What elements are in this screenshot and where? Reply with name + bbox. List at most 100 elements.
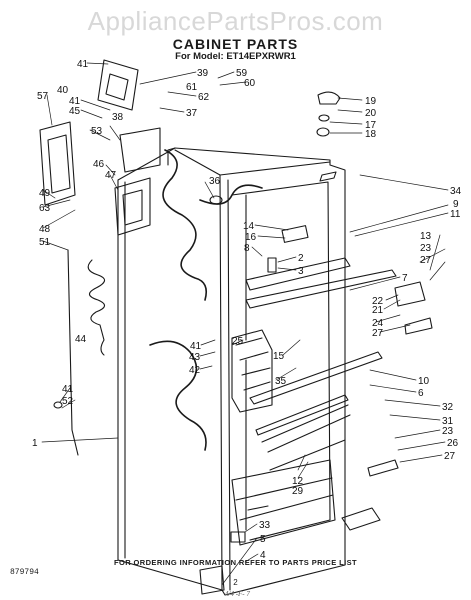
watermark: AppliancePartsPros.com	[87, 6, 384, 36]
drain-hose	[67, 249, 79, 456]
cabinet-front-opening	[219, 174, 231, 591]
callout-21: 21	[372, 305, 384, 316]
callout-4: 4	[260, 550, 266, 561]
crisper-rail	[255, 394, 349, 436]
terminal-block	[267, 257, 277, 273]
power-cord	[87, 259, 106, 356]
callout-27: 27	[444, 451, 456, 462]
callout-43: 43	[189, 352, 201, 363]
screw-36	[209, 195, 223, 205]
document-number: 879794	[10, 568, 39, 577]
callout-34: 34	[450, 186, 462, 197]
callout-41: 41	[77, 59, 89, 70]
callout-27: 27	[372, 328, 384, 339]
magnet-strip	[281, 225, 309, 243]
callout-35: 35	[275, 376, 287, 387]
cutaway-line-upper	[162, 149, 208, 301]
callout-40: 40	[57, 85, 69, 96]
callout-41: 41	[62, 384, 74, 395]
top-hinge-bracket	[97, 59, 139, 111]
callout-19: 19	[365, 96, 377, 107]
cabinet-left-front-edge	[124, 147, 176, 559]
cutaway-line-liner	[199, 184, 263, 205]
callout-23: 23	[420, 243, 432, 254]
callout-51: 51	[39, 237, 51, 248]
callout-2: 2	[298, 253, 304, 264]
revision-mark: 4/4 -F- 7	[225, 590, 250, 598]
callout-25: 25	[232, 336, 244, 347]
screw-41-lower	[53, 401, 63, 409]
knob-plug	[318, 114, 330, 122]
grommet-lower	[247, 505, 269, 511]
callout-59: 59	[236, 68, 248, 79]
callout-46: 46	[93, 159, 105, 170]
callout-57: 57	[37, 91, 49, 102]
page-title: CABINET PARTS	[172, 36, 299, 52]
callout-16: 16	[245, 232, 257, 243]
cabinet-plug	[319, 171, 337, 182]
callout-32: 32	[442, 402, 454, 413]
grommet	[316, 127, 330, 137]
roller-assembly	[404, 317, 433, 335]
cabinet-shell	[117, 147, 346, 596]
model-line: For Model: ET14EPXRWR1	[175, 51, 296, 62]
leveling-leg-front	[341, 507, 381, 531]
callout-14: 14	[243, 221, 255, 232]
callout-6: 6	[418, 388, 424, 399]
cutaway-line-lower	[149, 340, 207, 451]
callout-31: 31	[442, 416, 454, 427]
page-number: 2	[233, 578, 238, 587]
callout-18: 18	[365, 129, 377, 140]
callout-26: 26	[447, 438, 459, 449]
callout-13: 13	[420, 231, 432, 242]
callout-15: 15	[273, 351, 285, 362]
callout-33: 33	[259, 520, 271, 531]
callout-62: 62	[198, 92, 210, 103]
inner-liner	[231, 181, 331, 541]
callout-37: 37	[186, 108, 198, 119]
callout-38: 38	[112, 112, 124, 123]
thermostat-knob	[317, 91, 341, 105]
callout-48: 48	[39, 224, 51, 235]
callout-11: 11	[450, 209, 461, 220]
control-housing	[119, 127, 161, 173]
shelf-rail-middle	[245, 269, 397, 309]
evaporator-cover	[231, 329, 273, 413]
bracket-right	[394, 281, 426, 307]
callout-39: 39	[197, 68, 209, 79]
callout-5: 5	[260, 534, 266, 545]
callout-3: 3	[298, 266, 304, 277]
callout-44: 44	[75, 334, 87, 345]
callout-53: 53	[91, 126, 103, 137]
callout-52: 52	[62, 396, 74, 407]
light-socket	[114, 177, 151, 236]
callout-8: 8	[244, 243, 250, 254]
bottom-bracket	[367, 459, 399, 477]
callout-41: 41	[69, 96, 81, 107]
callout-10: 10	[418, 376, 430, 387]
bottom-frame	[231, 459, 336, 546]
callout-24: 24	[372, 318, 384, 329]
callout-36: 36	[209, 176, 221, 187]
callout-61: 61	[186, 82, 198, 93]
base-plate	[230, 531, 246, 543]
door-hinge-plate	[39, 121, 76, 206]
callout-22: 22	[372, 296, 384, 307]
callout-49: 49	[39, 188, 51, 199]
leveling-leg-bottom	[199, 565, 225, 595]
callout-29: 29	[292, 486, 304, 497]
callout-41: 41	[190, 341, 202, 352]
callout-20: 20	[365, 108, 377, 119]
callout-42: 42	[189, 365, 201, 376]
callout-45: 45	[69, 106, 81, 117]
callout-60: 60	[244, 78, 256, 89]
callout-27: 27	[420, 255, 432, 266]
shelf-rail-upper	[245, 257, 351, 291]
callout-17: 17	[365, 120, 377, 131]
callout-63: 63	[39, 203, 51, 214]
callout-9: 9	[453, 199, 459, 210]
callout-12: 12	[292, 476, 304, 487]
callout-47: 47	[105, 170, 117, 181]
ordering-note: FOR ORDERING INFORMATION REFER TO PARTS …	[114, 558, 357, 567]
